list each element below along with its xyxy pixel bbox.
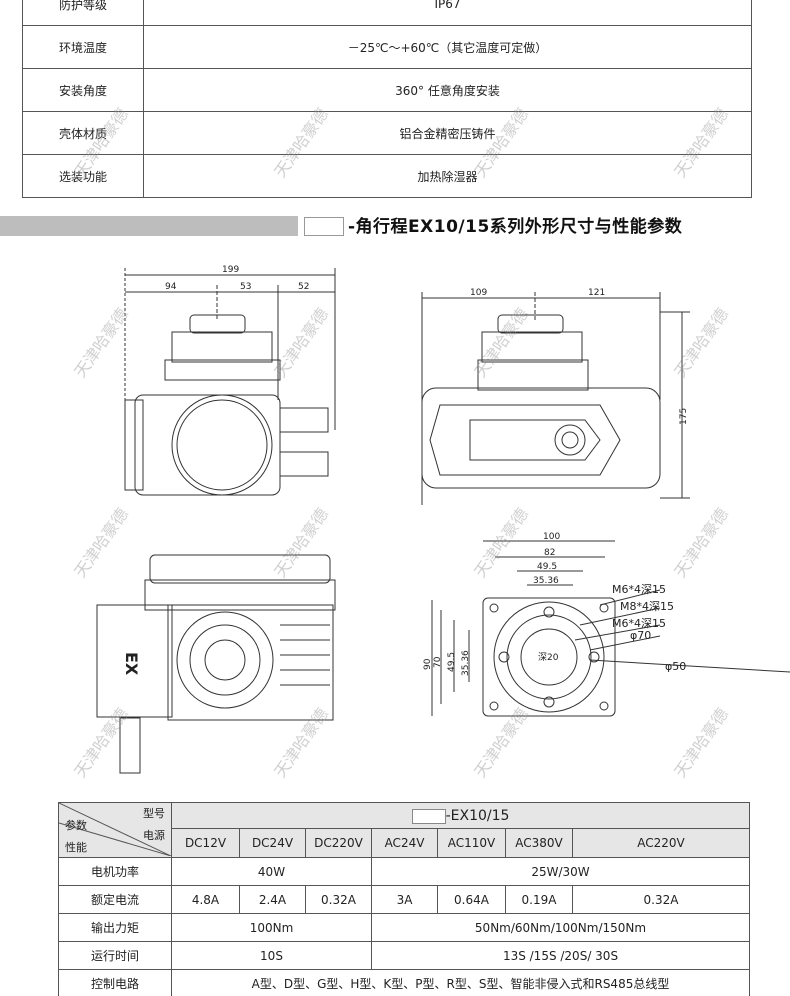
cell: 2.4A [239, 885, 306, 914]
cell: 10S [171, 941, 372, 970]
row-value: 360° 任意角度安装 [143, 68, 752, 112]
cell: 0.32A [572, 885, 750, 914]
cell: 40W [171, 857, 372, 886]
model-prefix-box [411, 808, 446, 824]
table-row: 壳体材质铝合金精密压铸件 [22, 111, 752, 155]
corner-param: 参数 [65, 819, 87, 832]
table-row: 电机功率 40W 25W/30W [58, 857, 750, 886]
model-name: -EX10/15 [445, 807, 510, 824]
row-label: 输出力矩 [58, 913, 172, 942]
side-view-drawing: 109 121 175 [421, 288, 690, 505]
dimension-drawings: 199 94 53 52 109 121 175 EX [96, 265, 790, 774]
cell: A型、D型、G型、H型、K型、P型、R型、S型、智能非侵入式和RS485总线型 [171, 969, 750, 996]
table-row: 选装功能加热除湿器 [22, 154, 752, 198]
dim-front-total: 199 [222, 265, 239, 275]
voltage-header: AC220V [572, 828, 750, 858]
voltage-row: DC12V DC24V DC220V AC24V AC110V AC380V A… [59, 828, 750, 858]
cell: 50Nm/60Nm/100Nm/150Nm [371, 913, 750, 942]
voltage-header: AC110V [437, 828, 506, 858]
table-row: 额定电流 4.8A 2.4A 0.32A 3A 0.64A 0.19A 0.32… [58, 885, 750, 914]
dim-flange-49-5: 49.5 [537, 562, 557, 572]
cell: 3A [371, 885, 438, 914]
flange-phi70: φ70 [630, 629, 651, 642]
voltage-header: DC24V [239, 828, 306, 858]
cell: 4.8A [171, 885, 240, 914]
dim-flange-100: 100 [543, 532, 560, 542]
flange-note-2: M8*4深15 [620, 600, 674, 613]
table-row: 控制电路 A型、D型、G型、H型、K型、P型、R型、S型、智能非侵入式和RS48… [58, 969, 750, 996]
corner-perf: 性能 [65, 841, 87, 854]
dim-flange-depth: 深20 [538, 652, 559, 663]
performance-table: 型号 参数 电源 性能 -EX10/15 DC12V DC24V DC220V … [58, 802, 750, 996]
corner-header: 型号 参数 电源 性能 [58, 802, 172, 858]
dim-side-d2: 121 [588, 288, 605, 298]
section-title-band [0, 216, 298, 236]
row-label: 选装功能 [22, 154, 144, 198]
cell: 0.19A [505, 885, 573, 914]
cell: 25W/30W [371, 857, 750, 886]
front-view-drawing: 199 94 53 52 [124, 265, 336, 496]
row-label: 额定电流 [58, 885, 172, 914]
dim-flange-h35-36: 35.36 [461, 650, 471, 676]
dim-front-d3: 52 [298, 282, 309, 292]
row-label: 防护等级 [22, 0, 144, 26]
table-row: 环境温度－25℃～+60℃（其它温度可定做） [22, 25, 752, 69]
cell: 100Nm [171, 913, 372, 942]
dim-flange-35-36: 35.36 [533, 576, 559, 586]
row-value: 加热除湿器 [143, 154, 752, 198]
row-label: 安装角度 [22, 68, 144, 112]
model-prefix-box [304, 217, 344, 236]
flange-phi50: φ50 [665, 660, 686, 673]
row-label: 控制电路 [58, 969, 172, 996]
table-row: 输出力矩 100Nm 50Nm/60Nm/100Nm/150Nm [58, 913, 750, 942]
cell: 0.64A [437, 885, 506, 914]
dim-side-d1: 109 [470, 288, 487, 298]
logo-ex: EX [122, 652, 141, 676]
row-value: IP67 [143, 0, 752, 26]
voltage-header: AC24V [371, 828, 438, 858]
flange-view-drawing: 100 82 49.5 35.36 90 70 49.5 35.36 深20 M… [423, 532, 790, 717]
row-label: 电机功率 [58, 857, 172, 886]
dim-flange-82: 82 [544, 548, 555, 558]
dim-front-d1: 94 [165, 282, 177, 292]
cell: 0.32A [305, 885, 372, 914]
flange-note-3: M6*4深15 [612, 617, 666, 630]
voltage-header: DC12V [171, 828, 240, 858]
row-value: 铝合金精密压铸件 [143, 111, 752, 155]
dim-flange-h70: 70 [433, 656, 443, 668]
dim-front-d2: 53 [240, 282, 251, 292]
corner-model: 型号 [143, 807, 165, 820]
dim-flange-h49-5: 49.5 [447, 652, 457, 672]
table-row: 运行时间 10S 13S /15S /20S/ 30S [58, 941, 750, 970]
flange-note-1: M6*4深15 [612, 583, 666, 596]
row-value: －25℃～+60℃（其它温度可定做） [143, 25, 752, 69]
section-title: -角行程EX10/15系列外形尺寸与性能参数 [348, 217, 683, 237]
voltage-header: DC220V [305, 828, 372, 858]
row-label: 运行时间 [58, 941, 172, 970]
dim-side-height: 175 [679, 408, 689, 425]
top-view-drawing: EX [96, 554, 336, 774]
corner-power: 电源 [143, 829, 165, 842]
voltage-header: AC380V [505, 828, 573, 858]
row-label: 环境温度 [22, 25, 144, 69]
table-header-row: 型号 参数 电源 性能 -EX10/15 [58, 802, 750, 858]
row-label: 壳体材质 [22, 111, 144, 155]
dim-flange-h90: 90 [423, 658, 433, 670]
model-header: -EX10/15 [171, 802, 750, 829]
cell: 13S /15S /20S/ 30S [371, 941, 750, 970]
